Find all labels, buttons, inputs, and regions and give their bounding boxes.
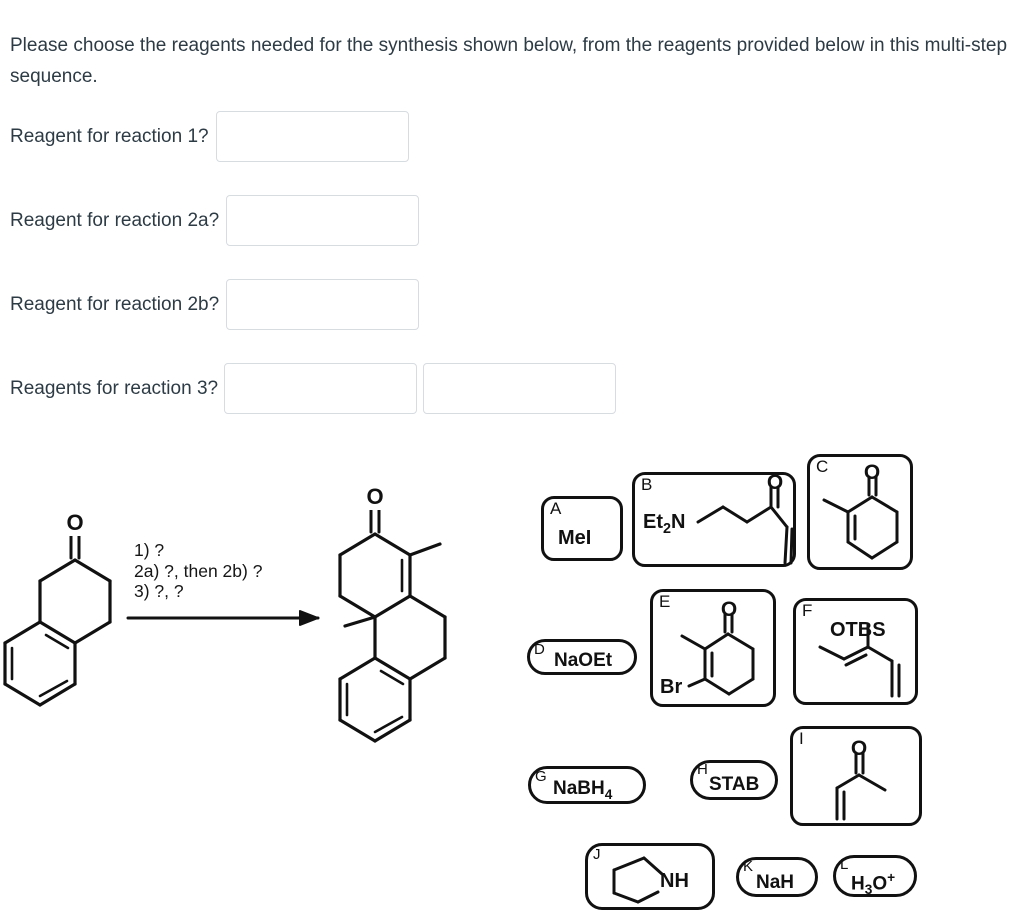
reagent-option-c[interactable]: C O: [807, 454, 913, 570]
page-prompt: Please choose the reagents needed for th…: [10, 35, 1008, 87]
answer-input-reaction-3-first[interactable]: [224, 363, 418, 414]
reagent-tag-d: D: [534, 641, 545, 658]
reagent-label-stab: STAB: [709, 774, 760, 795]
reagent-option-h[interactable]: H STAB: [690, 760, 778, 800]
reaction-conditions-text: 1) ? 2a) ?, then 2b) ? 3) ?, ?: [134, 540, 263, 601]
reagent-label-naoet: NaOEt: [554, 650, 613, 671]
reagent-tag-g: G: [535, 768, 547, 785]
reagent-label-nh: NH: [660, 870, 689, 892]
reagent-e-oxygen-label: O: [721, 598, 737, 621]
reagent-structure-e: O: [680, 598, 755, 696]
question-row-reaction-1: Reagent for reaction 1?: [10, 111, 409, 162]
reagent-option-l[interactable]: L H3O+: [833, 855, 917, 897]
starting-material-oxygen-label: O: [66, 510, 83, 535]
question-label-reaction-2a: Reagent for reaction 2a?: [10, 209, 220, 231]
answer-input-reaction-3-second[interactable]: [423, 363, 617, 414]
reagent-option-k[interactable]: K NaH: [736, 857, 818, 897]
reagent-structure-i: O: [835, 737, 887, 821]
question-label-reaction-1: Reagent for reaction 1?: [10, 125, 209, 147]
reagent-label-nabh4: NaBH4: [553, 778, 613, 802]
question-row-reaction-3: Reagents for reaction 3?: [10, 363, 617, 414]
reagent-tag-k: K: [743, 858, 754, 875]
reagent-tag-f: F: [802, 601, 813, 620]
reagent-i-oxygen-label: O: [851, 737, 867, 760]
reagent-label-mei: MeI: [558, 527, 592, 549]
reagent-label-otbs: OTBS: [830, 619, 886, 641]
question-row-reaction-2a: Reagent for reaction 2a?: [10, 195, 420, 246]
reagent-structure-b: O: [696, 475, 794, 565]
reagent-option-b[interactable]: B Et2N O: [632, 472, 796, 567]
reagent-option-j[interactable]: J NH: [585, 843, 715, 910]
reagent-tag-j: J: [593, 846, 601, 863]
reagent-structure-j: [612, 856, 664, 904]
question-row-reaction-2b: Reagent for reaction 2b?: [10, 279, 420, 330]
reagent-tag-b: B: [641, 475, 653, 494]
reagent-option-e[interactable]: E Br O: [650, 589, 776, 707]
question-label-reaction-2b: Reagent for reaction 2b?: [10, 293, 220, 315]
answer-input-reaction-1[interactable]: [215, 111, 409, 162]
reagent-option-d[interactable]: D NaOEt: [527, 639, 637, 675]
reagent-tag-i: I: [799, 729, 804, 748]
reagent-tag-e: E: [659, 592, 671, 611]
reagent-tag-h: H: [697, 761, 708, 778]
question-label-reaction-3: Reagents for reaction 3?: [10, 377, 219, 399]
reagent-label-et2n: Et2N: [643, 511, 686, 537]
reagent-structure-c: O: [822, 461, 899, 560]
reagent-b-oxygen-label: O: [767, 475, 783, 494]
reagent-tag-c: C: [816, 457, 829, 476]
reagent-option-a[interactable]: A MeI: [541, 496, 623, 561]
reaction-arrow: [126, 610, 320, 626]
reaction-scheme: O O: [0, 440, 500, 770]
reaction-scheme-svg: O O: [3, 484, 447, 743]
reagent-option-g[interactable]: G NaBH4: [528, 766, 646, 804]
reagent-option-i[interactable]: I O: [790, 726, 922, 826]
starting-material-structure: [3, 534, 112, 707]
product-structure: [338, 508, 447, 743]
reagent-label-br: Br: [660, 676, 683, 698]
reagent-structure-f: [818, 623, 901, 698]
reagent-label-nah: NaH: [756, 872, 795, 893]
product-oxygen-label: O: [366, 484, 383, 509]
reagent-c-oxygen-label: O: [864, 461, 880, 484]
reagent-tag-a: A: [550, 499, 562, 518]
reagent-tag-l: L: [840, 856, 849, 873]
answer-input-reaction-2b[interactable]: [226, 279, 420, 330]
reagent-label-h3o: H3O+: [851, 870, 896, 898]
reagent-option-f[interactable]: F OTBS: [793, 598, 918, 705]
answer-input-reaction-2a[interactable]: [226, 195, 420, 246]
